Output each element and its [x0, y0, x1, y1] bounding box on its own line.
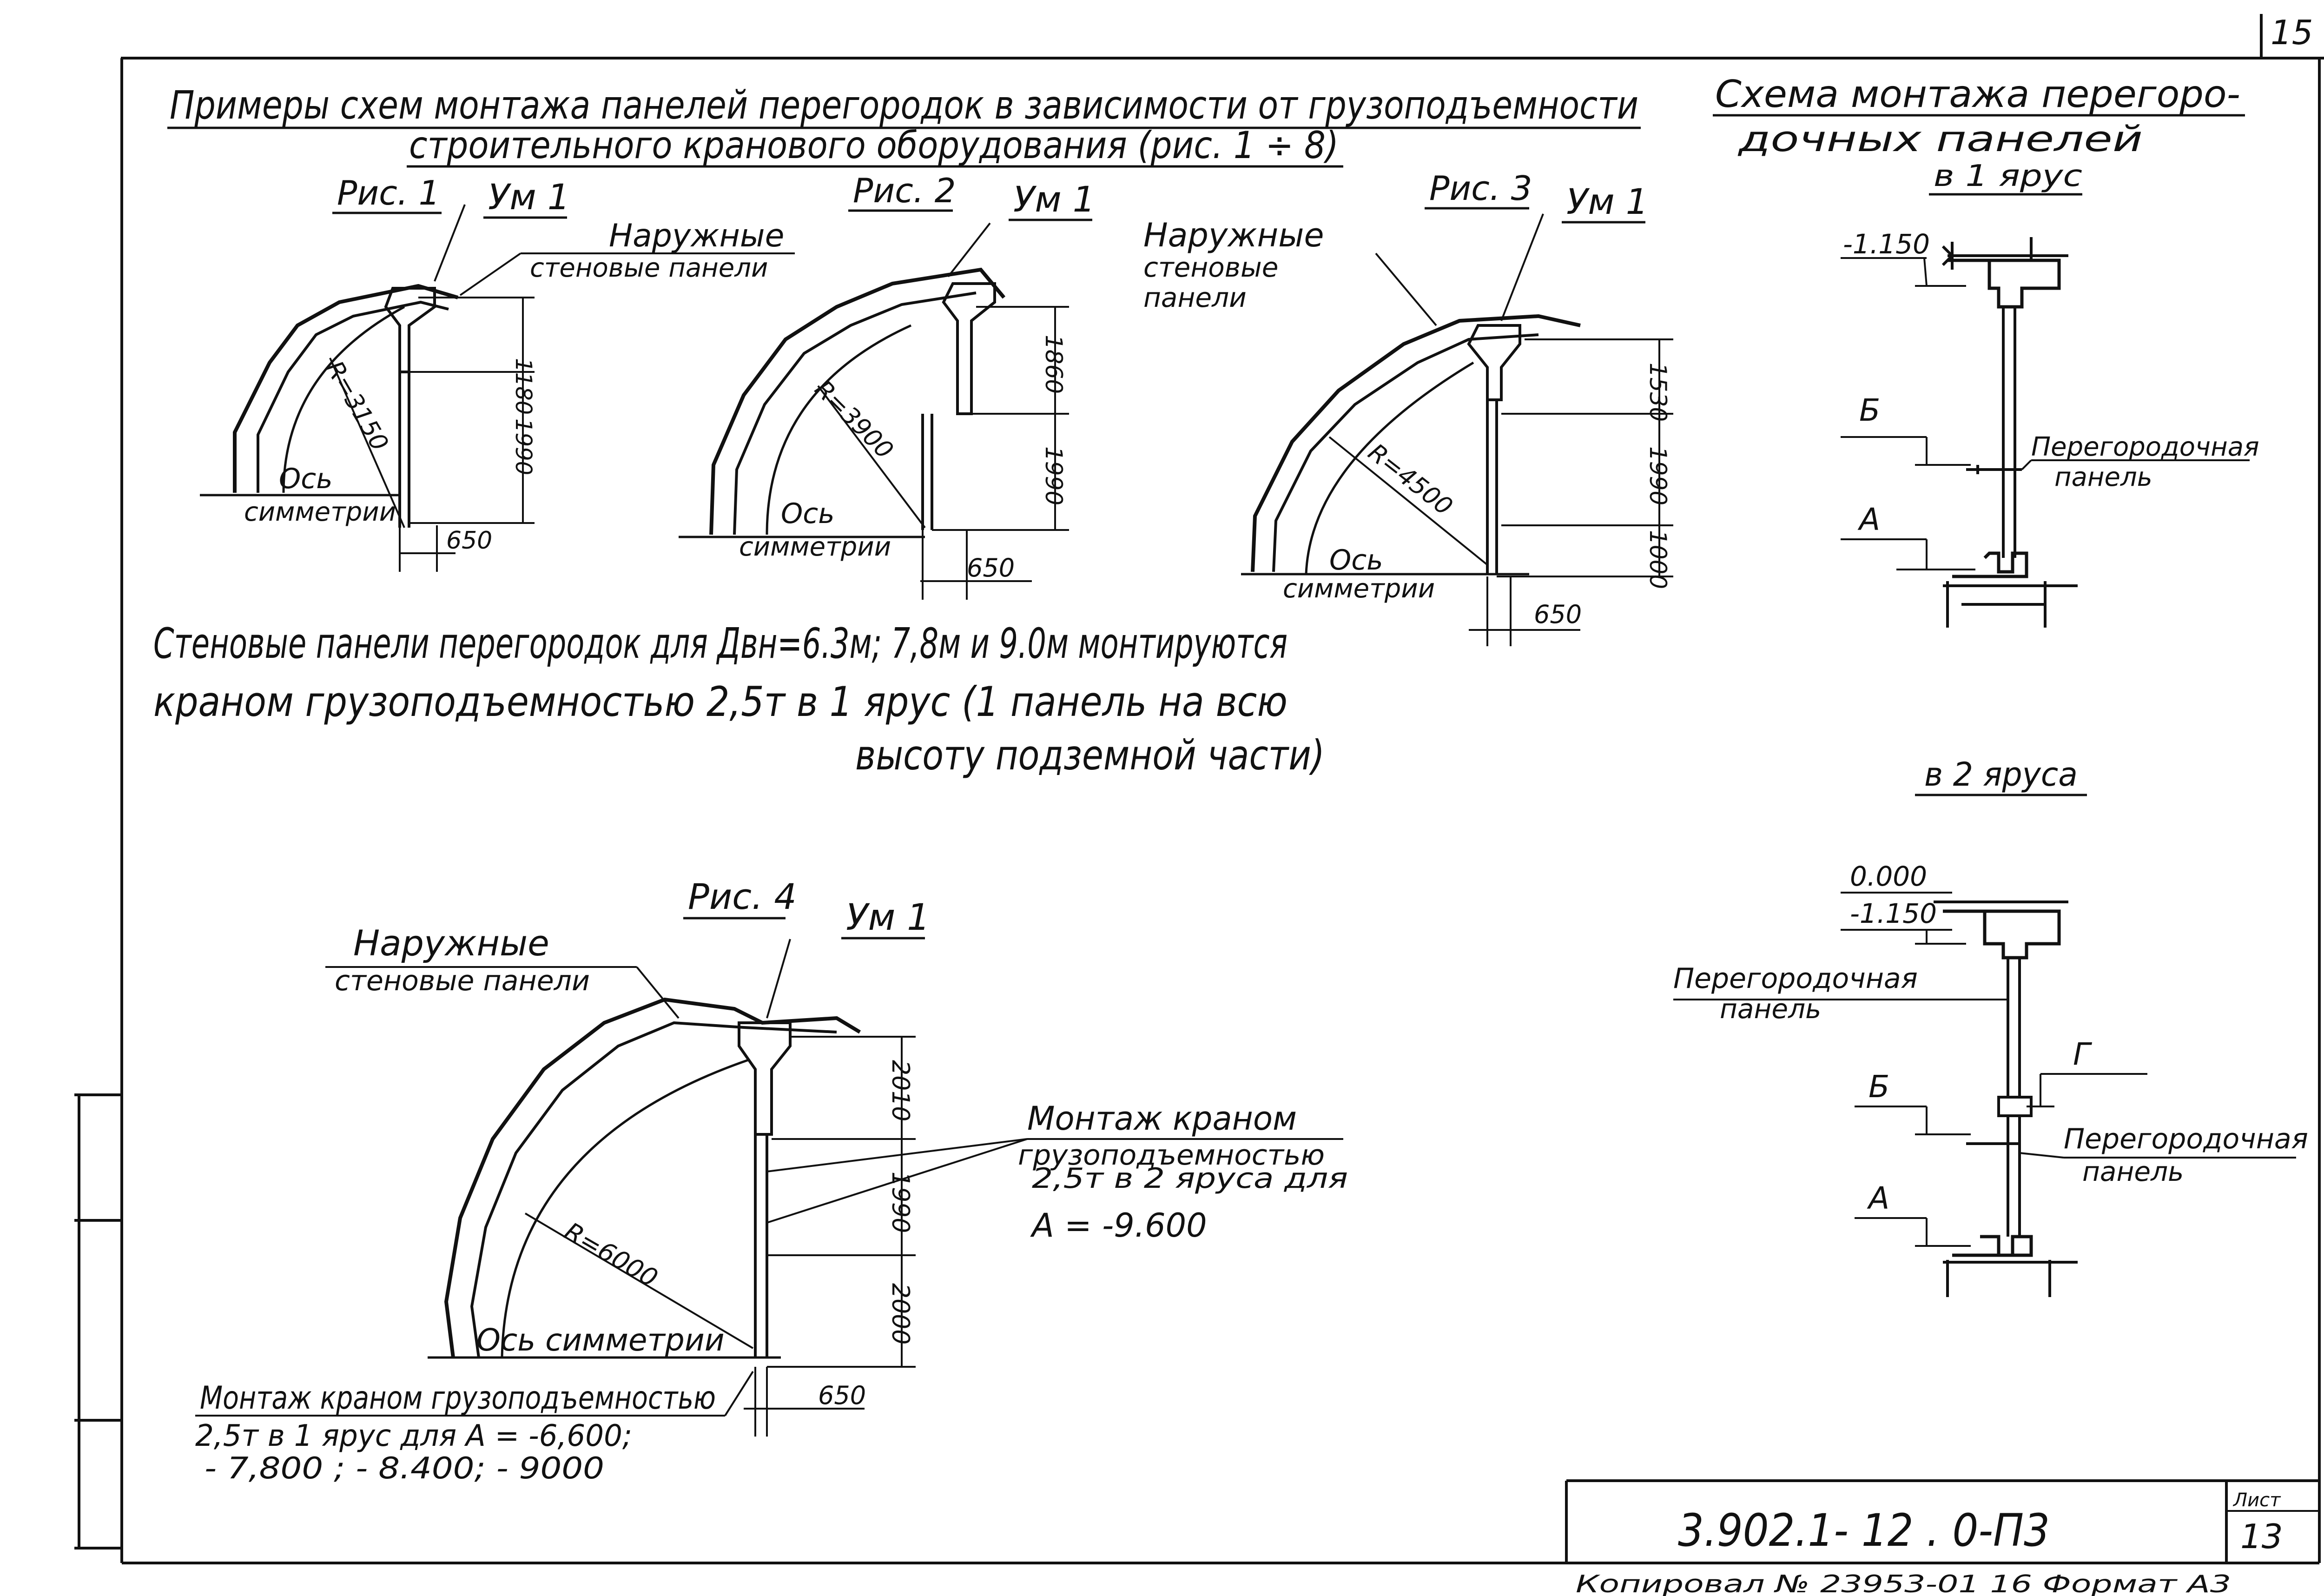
- side1-panel-1: Перегородочная: [2031, 432, 2259, 462]
- fig4-mount2-line-1: Монтаж краном: [1027, 1099, 1297, 1138]
- fig4-mount1-line-3: - 7,800 ; - 8.400; - 9000: [205, 1451, 604, 1486]
- fig1-axis-1: Ось: [279, 463, 333, 495]
- fig3-axis-1: Ось: [1329, 544, 1383, 576]
- fig4-outer-label: Наружные: [353, 922, 549, 964]
- side2-level: -1.150: [1850, 898, 1937, 929]
- fig3-outer-label-3: панели: [1143, 282, 1247, 313]
- fig4-dim-mid: 1990: [886, 1172, 914, 1233]
- note-line-3: высоту подземной части): [855, 731, 1325, 779]
- side2-panel-b-1: Перегородочная: [2064, 1123, 2308, 1155]
- side-detail-1-tier: [1841, 237, 2250, 628]
- fig3-dim-top: 1530: [1644, 363, 1671, 422]
- fig3-node: Ум 1: [1566, 181, 1648, 222]
- fig2-dim-mid: 1990: [1040, 446, 1067, 505]
- stamp-block: [1565, 1479, 2319, 1563]
- note-line-1: Стеновые панели перегородок для Двн=6.3м…: [153, 619, 1287, 668]
- side1-level: -1.150: [1843, 228, 1930, 260]
- fig1-label: Рис. 1: [337, 173, 440, 212]
- fig1-dim-w: 650: [446, 527, 492, 555]
- side1-a: А: [1857, 502, 1880, 537]
- note-line-2: краном грузоподъемностью 2,5т в 1 ярус (…: [153, 678, 1287, 726]
- fig1-dim-mid: 1990: [510, 418, 536, 475]
- title-line-2: строительного кранового оборудования (ри…: [409, 124, 1339, 167]
- fig4-mount1-line-2: 2,5т в 1 ярус для А = -6,600;: [195, 1419, 632, 1453]
- figure-1: [200, 204, 795, 572]
- side2-panel-a-2: панель: [1720, 993, 1821, 1025]
- fig2-dim-top: 1860: [1040, 335, 1067, 394]
- side-title-tier1: в 1 ярус: [1934, 159, 2082, 193]
- fig4-label: Рис. 4: [688, 876, 797, 917]
- title-line-1: Примеры схем монтажа панелей перегородок…: [170, 82, 1638, 128]
- side2-level-0: 0.000: [1850, 861, 1927, 892]
- side2-panel-b-2: панель: [2082, 1156, 2184, 1187]
- fig1-radius: R=3150: [320, 357, 394, 456]
- fig4-dim-w: 650: [818, 1381, 866, 1410]
- fig1-axis-2: симметрии: [244, 497, 396, 527]
- fig4-mount1-line-1: Монтаж краном грузоподъемностью: [200, 1380, 716, 1417]
- fig4-mount2-line-4: А = -9.600: [1030, 1206, 1207, 1245]
- fig3-dim-bot: 1000: [1644, 530, 1671, 589]
- fig3-dim-w: 650: [1534, 600, 1582, 629]
- figure-4: [195, 939, 1343, 1437]
- sheet-number-top: 15: [2271, 13, 2313, 52]
- fig2-label: Рис. 2: [853, 171, 956, 210]
- figure-3: [1241, 213, 1673, 646]
- side-title-tier2: в 2 яруса: [1924, 755, 2078, 794]
- fig4-dim-top: 2010: [886, 1060, 914, 1121]
- fig3-label: Рис. 3: [1429, 169, 1532, 208]
- fig4-radius: R=6000: [560, 1217, 663, 1293]
- fig4-dim-bot: 2000: [886, 1283, 914, 1344]
- stamp-code: 3.902.1- 12 . 0-П3: [1678, 1504, 2050, 1556]
- side1-b: Б: [1859, 392, 1880, 428]
- sheet-frame: [74, 14, 2324, 1564]
- fig4-outer-label-2: стеновые панели: [335, 965, 590, 997]
- side2-a: А: [1867, 1180, 1889, 1216]
- side2-b: Б: [1868, 1069, 1889, 1105]
- fig4-mount2-line-2: грузоподъемностью: [1018, 1139, 1325, 1172]
- fig4-mount2-line-3: 2,5т в 2 яруса для: [1032, 1162, 1348, 1195]
- stamp-list-label: Лист: [2232, 1490, 2281, 1511]
- side-title-line-1: Схема монтажа перегоро-: [1715, 73, 2240, 116]
- fig1-outer-label: Наружные: [609, 218, 784, 254]
- stamp-footer: Копировал № 23953-01 16 Формат А3: [1576, 1570, 2231, 1596]
- fig2-radius: R=3900: [809, 375, 898, 464]
- fig2-dim-w: 650: [967, 553, 1015, 583]
- fig2-axis-1: Ось: [781, 497, 835, 530]
- fig1-node: Ум 1: [488, 176, 570, 218]
- side2-panel-a-1: Перегородочная: [1673, 962, 1918, 995]
- fig3-axis-2: симметрии: [1283, 574, 1435, 604]
- fig1-dim-top: 1180: [510, 358, 536, 415]
- fig2-axis-2: симметрии: [739, 532, 891, 562]
- fig1-outer-label-2: стеновые панели: [530, 253, 768, 283]
- fig4-node: Ум 1: [846, 897, 930, 939]
- fig3-radius: R=4500: [1363, 438, 1458, 521]
- side2-g: Г: [2073, 1036, 2093, 1072]
- side-detail-2-tier: [1673, 892, 2296, 1297]
- fig3-dim-mid: 1990: [1644, 446, 1671, 505]
- fig3-outer-label: Наружные: [1143, 216, 1324, 254]
- figure-2: [679, 222, 1069, 600]
- stamp-list-number: 13: [2240, 1517, 2283, 1556]
- fig2-node: Ум 1: [1013, 179, 1095, 220]
- fig3-outer-label-2: стеновые: [1143, 252, 1278, 283]
- side-title-line-2: дочных панелей: [1737, 118, 2143, 159]
- side1-panel-2: панель: [2054, 462, 2152, 492]
- fig4-axis: Ось симметрии: [476, 1322, 725, 1358]
